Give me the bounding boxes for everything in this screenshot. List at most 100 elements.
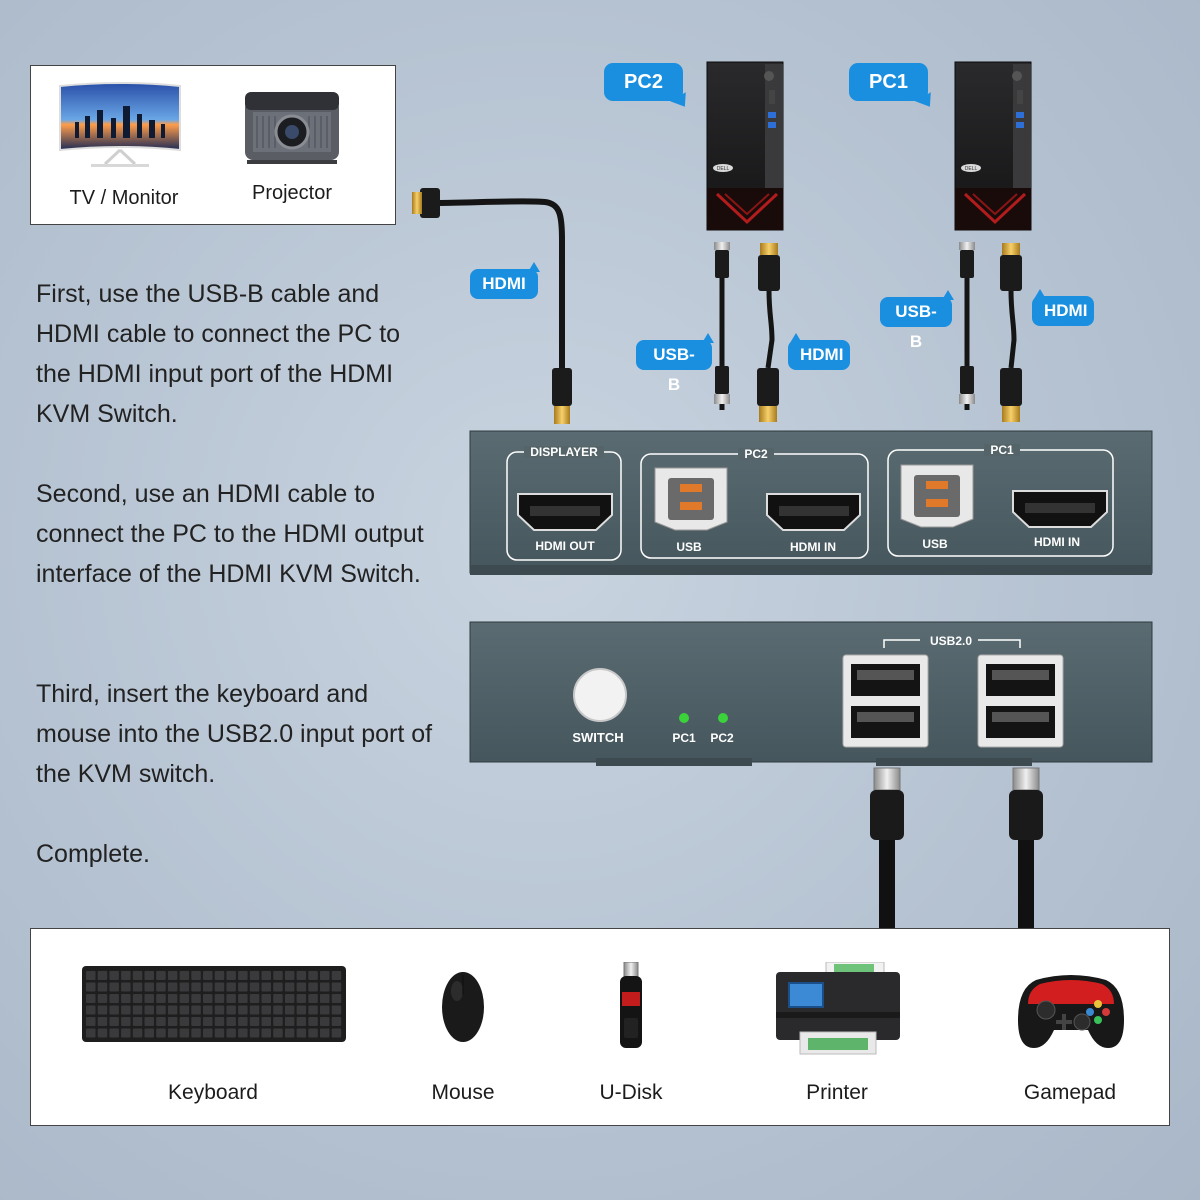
pc2-hdmi-in-label: HDMI IN (790, 540, 836, 554)
keyboard-key (273, 982, 283, 992)
keyboard-key (273, 971, 283, 980)
keyboard-key (261, 971, 271, 980)
keyboard-key (331, 971, 342, 980)
keyboard-image (82, 966, 346, 1042)
keyboard-key (273, 1017, 283, 1026)
pc2-hdmi-tag: HDMI (788, 340, 850, 370)
keyboard-key (97, 982, 108, 992)
pc2-hdmi-tag-tail (790, 333, 802, 343)
keyboard-key (132, 982, 143, 992)
keyboard-key (331, 1028, 342, 1038)
keyboard-key (109, 971, 119, 980)
keyboard-key (308, 1005, 318, 1015)
instruction-step-4: Complete. (36, 840, 150, 868)
keyboard-key (109, 982, 119, 992)
instruction-step-3: Third, insert the keyboard and mouse int… (36, 680, 433, 788)
keyboard-key (320, 1017, 330, 1026)
pc1-usb-b-port (900, 464, 974, 528)
keyboard-key (179, 982, 190, 992)
keyboard-key (144, 994, 154, 1003)
keyboard-key (261, 1017, 271, 1026)
keyboard-key (97, 1017, 108, 1026)
keyboard-key (308, 982, 318, 992)
keyboard-key (226, 971, 236, 980)
display-hdmi-tag: HDMI (470, 269, 538, 299)
keyboard-key (320, 971, 330, 980)
keyboard-key (86, 982, 96, 992)
keyboard-key (179, 1005, 190, 1015)
keyboard-key (203, 994, 213, 1003)
keyboard-key (121, 994, 131, 1003)
usb-a-port-stack-left (842, 654, 929, 748)
keyboard-key (156, 994, 166, 1003)
keyboard-key (144, 982, 154, 992)
keyboard-key (249, 1028, 260, 1038)
keyboard-key (238, 971, 248, 980)
mouse-image (442, 972, 484, 1042)
keyboard-label: Keyboard (168, 1081, 258, 1104)
pc2-usb-cable (714, 242, 730, 410)
pc1-usb-tag-tail (942, 290, 954, 300)
keyboard-key (121, 971, 131, 980)
pc2-usb-label: USB (676, 540, 702, 554)
keyboard-key (86, 1028, 96, 1038)
keyboard-key (121, 982, 131, 992)
pc2-tower: DELL (706, 61, 784, 231)
keyboard-key (296, 982, 307, 992)
keyboard-key (249, 982, 260, 992)
keyboard-key (121, 1017, 131, 1026)
keyboard-key (331, 994, 342, 1003)
keyboard-key (132, 1028, 143, 1038)
keyboard-key (167, 994, 178, 1003)
printer-image (776, 962, 900, 1055)
keyboard-key (86, 1005, 96, 1015)
keyboard-key (214, 1005, 225, 1015)
keyboard-key (238, 982, 248, 992)
switch-button (573, 668, 627, 722)
keyboard-key (144, 1028, 154, 1038)
keyboard-key (331, 1017, 342, 1026)
keyboard-key (296, 1017, 307, 1026)
keyboard-key (273, 1028, 283, 1038)
udisk-label: U-Disk (599, 1081, 663, 1104)
display-hdmi-cable (412, 188, 572, 424)
keyboard-key (249, 971, 260, 980)
keyboard-key (284, 971, 295, 980)
keyboard-key (238, 1017, 248, 1026)
pc2-hdmi-plug-bottom (757, 368, 779, 422)
keyboard-key (214, 971, 225, 980)
pc1-group-label: PC1 (990, 443, 1014, 457)
keyboard-key (156, 1005, 166, 1015)
pc1-usb-plug-top (959, 242, 975, 278)
pc1-hdmi-plug-bottom (1000, 368, 1022, 422)
keyboard-key (308, 1028, 318, 1038)
hdmi-out-label: HDMI OUT (535, 539, 595, 553)
keyboard-key (179, 1017, 190, 1026)
keyboard-key (203, 1017, 213, 1026)
keyboard-key (121, 1005, 131, 1015)
usb-group-bracket (883, 639, 1021, 648)
keyboard-key (179, 971, 190, 980)
kvm-front-panel: SWITCH PC1 PC2 USB2.0 (469, 621, 1153, 766)
pc1-usb-tag: USB-B (880, 297, 952, 351)
keyboard-key (273, 994, 283, 1003)
pc1-tower: DELL (954, 61, 1032, 231)
keyboard-key (226, 1028, 236, 1038)
keyboard-key (203, 971, 213, 980)
keyboard-key (284, 1017, 295, 1026)
keyboard-key (191, 994, 201, 1003)
projector-image (245, 92, 339, 164)
usb-a-cable-right (1009, 767, 1043, 930)
keyboard-key (226, 1017, 236, 1026)
keyboard-key (214, 994, 225, 1003)
keyboard-key (97, 971, 108, 980)
keyboard-key (320, 1028, 330, 1038)
keyboard-key (144, 1005, 154, 1015)
keyboard-key (132, 1005, 143, 1015)
keyboard-key (167, 982, 178, 992)
switch-label: SWITCH (572, 730, 623, 745)
keyboard-key (156, 1028, 166, 1038)
keyboard-key (284, 1028, 295, 1038)
keyboard-key (167, 1028, 178, 1038)
